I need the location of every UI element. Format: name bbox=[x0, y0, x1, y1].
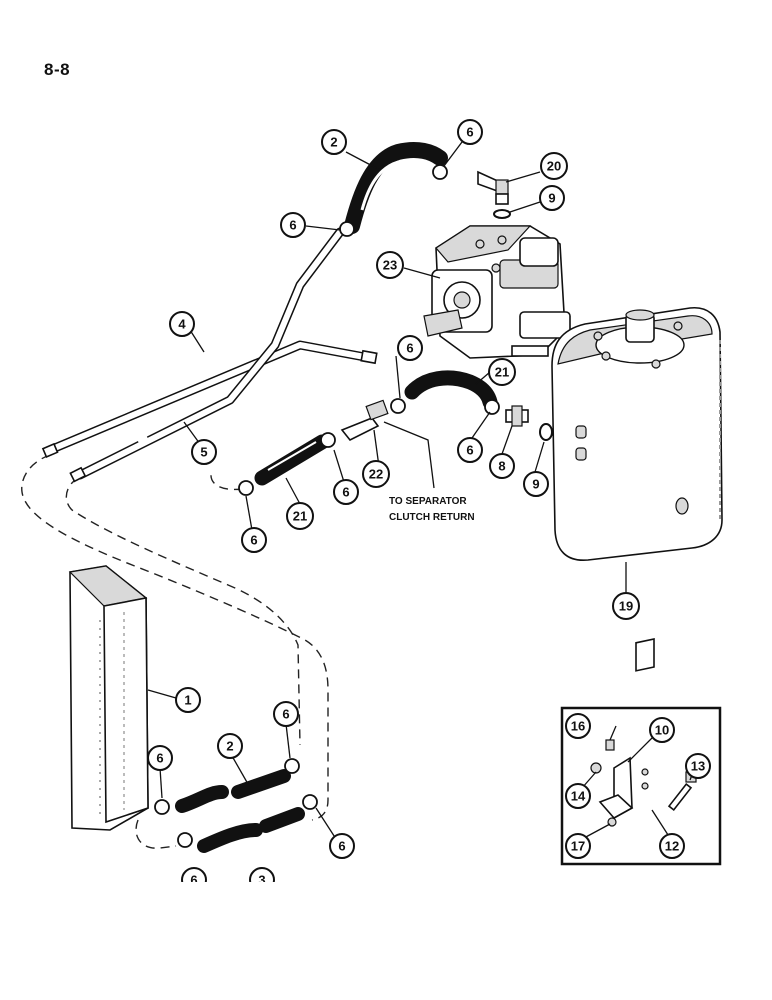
clip-mask bbox=[150, 882, 310, 902]
note-line-1: TO SEPARATOR bbox=[389, 496, 467, 507]
svg-text:23: 23 bbox=[383, 258, 397, 273]
separator-return-note: TO SEPARATOR CLUTCH RETURN bbox=[389, 496, 475, 523]
callout-2-bottom: 2 bbox=[217, 733, 243, 759]
page-number: 8-8 bbox=[44, 60, 71, 79]
callout-6-cooler: 6 bbox=[147, 745, 173, 771]
svg-text:6: 6 bbox=[406, 341, 413, 356]
hose-clamps bbox=[154, 164, 500, 848]
callout-6-pump: 6 bbox=[397, 335, 423, 361]
callout-17: 17 bbox=[565, 833, 591, 859]
callout-6-mid: 6 bbox=[333, 479, 359, 505]
callout-14: 14 bbox=[565, 783, 591, 809]
svg-text:9: 9 bbox=[532, 477, 539, 492]
callout-9-right: 9 bbox=[523, 471, 549, 497]
svg-text:6: 6 bbox=[466, 125, 473, 140]
callout-2-top: 2 bbox=[321, 129, 347, 155]
callout-23: 23 bbox=[376, 251, 404, 279]
callout-6-upper-left: 6 bbox=[280, 212, 306, 238]
callout-4: 4 bbox=[169, 311, 195, 337]
callout-21-upper: 21 bbox=[488, 358, 516, 386]
callout-8: 8 bbox=[489, 453, 515, 479]
dashed-routing-lines bbox=[21, 454, 329, 849]
svg-text:2: 2 bbox=[226, 739, 233, 754]
svg-text:10: 10 bbox=[655, 723, 669, 738]
inset-hardware-panel bbox=[560, 638, 722, 866]
svg-text:1: 1 bbox=[184, 693, 191, 708]
elbow-fitting-20 bbox=[477, 170, 509, 205]
hose-3-bottom bbox=[197, 807, 305, 853]
adapter-8 bbox=[505, 405, 529, 427]
svg-text:22: 22 bbox=[369, 467, 383, 482]
callout-12: 12 bbox=[659, 833, 685, 859]
svg-text:6: 6 bbox=[342, 485, 349, 500]
block-12 bbox=[635, 638, 655, 790]
callout-6-lower-left: 6 bbox=[241, 527, 267, 553]
reservoir-tank-19 bbox=[551, 307, 723, 561]
svg-text:6: 6 bbox=[282, 707, 289, 722]
svg-text:21: 21 bbox=[293, 509, 307, 524]
hose-2-bottom bbox=[175, 769, 291, 813]
hose-2-top bbox=[344, 141, 448, 234]
callout-6-bottom-right: 6 bbox=[329, 833, 355, 859]
hydraulic-pump-23 bbox=[423, 225, 571, 359]
callout-19: 19 bbox=[612, 592, 640, 620]
callout-1: 1 bbox=[175, 687, 201, 713]
bolt-16 bbox=[605, 739, 615, 751]
svg-text:14: 14 bbox=[571, 789, 586, 804]
steel-tube-5 bbox=[75, 227, 345, 480]
svg-text:2: 2 bbox=[330, 135, 337, 150]
callout-10: 10 bbox=[649, 717, 675, 743]
hose-21-upper bbox=[404, 370, 498, 410]
fitting-22 bbox=[340, 399, 389, 442]
note-line-2: CLUTCH RETURN bbox=[389, 512, 475, 523]
svg-text:6: 6 bbox=[190, 873, 197, 888]
callouts: 2 6 20 9 6 23 4 6 21 5 6 8 9 22 6 21 6 1… bbox=[147, 119, 711, 893]
callout-13: 13 bbox=[685, 753, 711, 779]
svg-text:17: 17 bbox=[571, 839, 585, 854]
steel-tube-4 bbox=[45, 340, 375, 455]
svg-text:6: 6 bbox=[466, 443, 473, 458]
callout-21-lower: 21 bbox=[286, 502, 314, 530]
svg-text:13: 13 bbox=[691, 759, 705, 774]
callout-6-bottom-right-top: 6 bbox=[273, 701, 299, 727]
tube-end-fittings bbox=[41, 349, 378, 483]
svg-text:6: 6 bbox=[289, 218, 296, 233]
o-ring-9-right bbox=[539, 423, 553, 441]
callout-20: 20 bbox=[540, 152, 568, 180]
svg-text:6: 6 bbox=[156, 751, 163, 766]
svg-text:5: 5 bbox=[200, 445, 207, 460]
callout-5: 5 bbox=[191, 439, 217, 465]
callout-16: 16 bbox=[565, 713, 591, 739]
oil-cooler-1 bbox=[68, 565, 149, 831]
o-ring-9-top bbox=[493, 209, 511, 219]
hose-21-lower bbox=[254, 434, 330, 486]
svg-text:3: 3 bbox=[258, 873, 265, 888]
nut-14 bbox=[590, 762, 602, 774]
callout-9-top: 9 bbox=[539, 185, 565, 211]
svg-text:16: 16 bbox=[571, 719, 585, 734]
svg-text:19: 19 bbox=[619, 599, 633, 614]
svg-text:8: 8 bbox=[498, 459, 505, 474]
callout-22: 22 bbox=[362, 460, 390, 488]
callout-6-right: 6 bbox=[457, 437, 483, 463]
svg-text:12: 12 bbox=[665, 839, 679, 854]
svg-text:9: 9 bbox=[548, 191, 555, 206]
svg-text:6: 6 bbox=[250, 533, 257, 548]
svg-text:21: 21 bbox=[495, 365, 509, 380]
svg-text:4: 4 bbox=[178, 317, 186, 332]
svg-text:6: 6 bbox=[338, 839, 345, 854]
callout-6-top: 6 bbox=[457, 119, 483, 145]
bracket-10 bbox=[598, 756, 634, 820]
svg-text:20: 20 bbox=[547, 159, 561, 174]
